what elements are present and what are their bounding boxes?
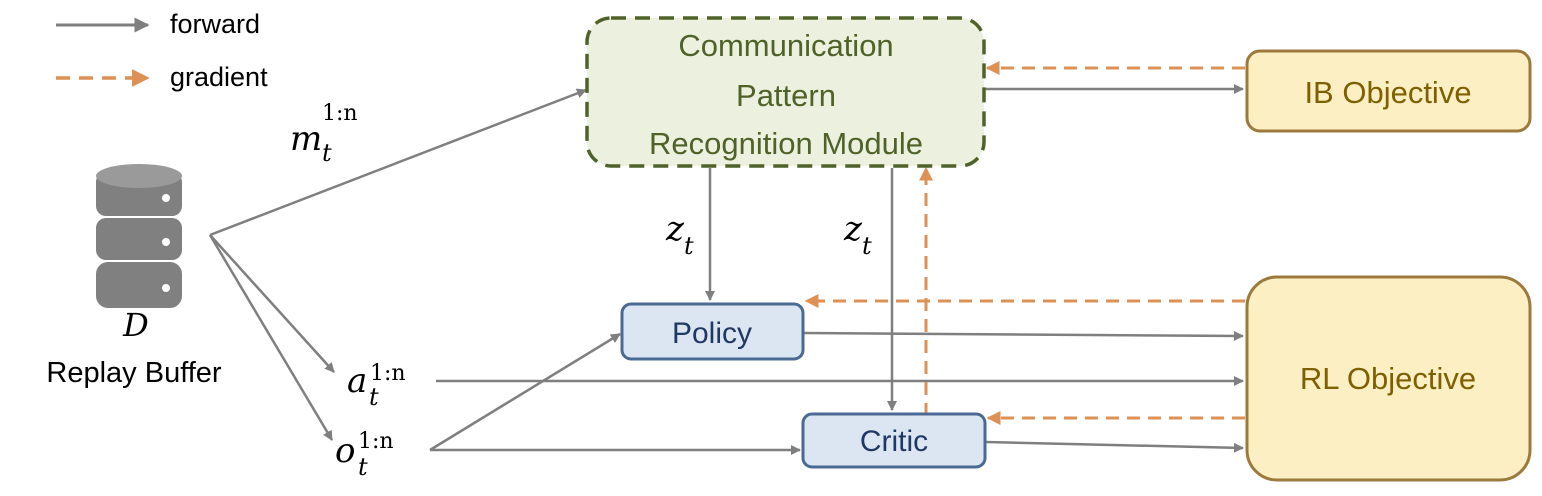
svg-text:t: t bbox=[862, 232, 872, 260]
ib-objective-label: IB Objective bbox=[1304, 75, 1471, 110]
rl-objective-label: RL Objective bbox=[1300, 361, 1476, 396]
label-z-t-critic: z t bbox=[843, 209, 872, 260]
label-z-t-policy: z t bbox=[665, 209, 694, 260]
gradient-arrows bbox=[804, 61, 1245, 425]
database-icon bbox=[96, 164, 182, 308]
cprm-label-line1: Communication bbox=[678, 28, 893, 63]
replay-buffer-symbol: D bbox=[122, 306, 149, 344]
svg-text:t: t bbox=[369, 383, 379, 411]
svg-text:1:n: 1:n bbox=[370, 361, 406, 386]
cprm-label-line3: Recognition Module bbox=[649, 126, 923, 161]
label-a-t: a 1:n t bbox=[347, 361, 406, 411]
critic-box bbox=[801, 412, 987, 469]
ib-objective-module: IB Objective bbox=[1245, 49, 1532, 133]
database-cap bbox=[96, 164, 182, 188]
database-led-3 bbox=[162, 284, 170, 292]
database-led-1 bbox=[162, 194, 170, 202]
svg-text:z: z bbox=[665, 209, 685, 249]
legend-gradient-label: gradient bbox=[170, 62, 268, 92]
ib-objective-box bbox=[1245, 49, 1532, 133]
svg-text:a: a bbox=[347, 361, 367, 401]
critic-label: Critic bbox=[860, 425, 928, 458]
database-led-2 bbox=[162, 238, 170, 246]
svg-text:1:n: 1:n bbox=[322, 101, 358, 126]
policy-box bbox=[620, 302, 805, 361]
svg-text:t: t bbox=[358, 453, 368, 481]
policy-module: Policy bbox=[620, 302, 805, 361]
database-disk-bottom bbox=[96, 262, 182, 308]
critic-module: Critic bbox=[801, 412, 987, 469]
rl-objective-module: RL Objective bbox=[1245, 275, 1532, 482]
svg-text:m: m bbox=[290, 119, 322, 159]
arrow-policy-to-rl bbox=[803, 330, 1244, 341]
svg-text:t: t bbox=[322, 139, 332, 167]
arrow-obs-to-policy bbox=[429, 332, 621, 452]
arrow-buffer-to-observations bbox=[208, 234, 334, 441]
legend-forward-label: forward bbox=[170, 9, 260, 39]
arrow-buffer-to-actions bbox=[209, 234, 335, 373]
svg-text:t: t bbox=[684, 232, 694, 260]
svg-text:o: o bbox=[335, 431, 355, 471]
arrow-buffer-to-cprm bbox=[209, 88, 587, 237]
forward-arrows bbox=[208, 84, 1244, 455]
cprm-module: Communication Pattern Recognition Module bbox=[585, 16, 986, 168]
svg-text:1:n: 1:n bbox=[358, 429, 394, 454]
cprm-box bbox=[585, 16, 986, 168]
cprm-label-line2: Pattern bbox=[736, 78, 836, 113]
replay-buffer-label: Replay Buffer bbox=[46, 357, 222, 389]
policy-label: Policy bbox=[672, 317, 752, 350]
svg-text:z: z bbox=[843, 209, 863, 249]
arrow-critic-to-rl bbox=[985, 440, 1244, 453]
rl-objective-box bbox=[1245, 275, 1532, 482]
label-o-t: o 1:n t bbox=[335, 429, 394, 481]
label-m-t: m 1:n t bbox=[290, 101, 358, 167]
legend: forward gradient bbox=[56, 9, 268, 92]
database-disk-middle bbox=[96, 218, 182, 260]
